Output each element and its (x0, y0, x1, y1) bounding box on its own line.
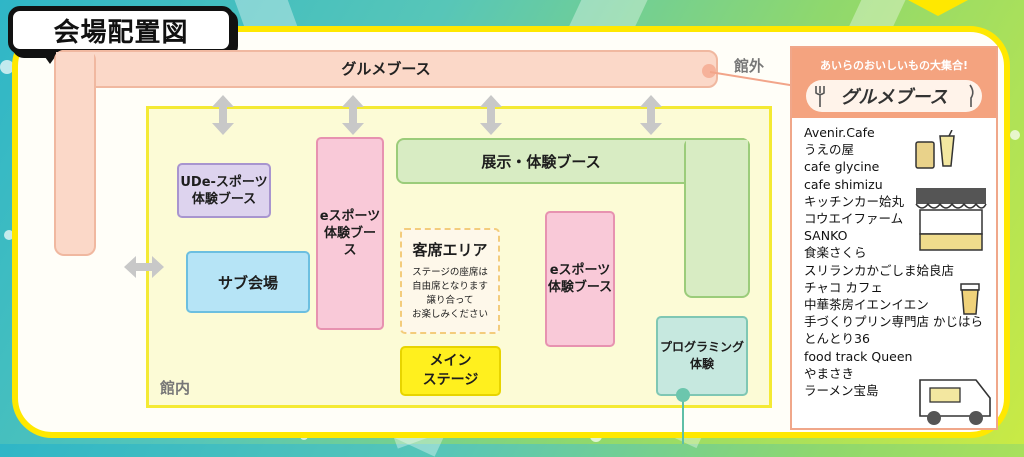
connector-line-programming (682, 396, 684, 444)
food-stall-icon (915, 188, 987, 251)
audience-title: 客席エリア (412, 240, 488, 259)
kitchen-car-icon (919, 379, 991, 425)
connector-dot-outside (702, 64, 716, 78)
swap-vertical-arrow-icon (342, 95, 364, 135)
vendor-item: cafe shimizu (804, 176, 883, 192)
esports-booth-left: eスポーツ 体験ブース (316, 137, 384, 330)
vendor-item: 食楽さくら (804, 245, 867, 261)
gourmet-zone-top-cover (56, 52, 94, 86)
vendor-item: Avenir.Cafe (804, 125, 875, 140)
outside-label: 館外 (733, 56, 764, 75)
gourmet-zone-top (54, 50, 718, 88)
vendor-item: キッチンカー姶丸 (804, 193, 905, 209)
gourmet-heading-pill (806, 80, 982, 112)
inside-label: 館内 (159, 378, 190, 397)
main-stage: メイン ステージ (400, 346, 501, 396)
vendor-list: Avenir.Cafe うえの屋 cafe glycine cafe shimi… (804, 124, 994, 399)
audience-area (400, 228, 500, 334)
vendor-item: SANKO (804, 228, 848, 244)
gourmet-heading: グルメブース (840, 87, 948, 108)
fork-icon (815, 86, 825, 107)
vendor-item: 手づくりプリン専門店 かじはら (804, 314, 983, 330)
connector-dot-programming (676, 388, 690, 402)
audience-note: ステージの座席は 自由席となります 譲り合って お楽しみください (411, 267, 488, 320)
vendor-item: food track Queen (804, 348, 913, 364)
vendor-item: やまさき (804, 365, 855, 381)
swap-vertical-arrow-icon (480, 95, 502, 135)
page-title: 会場配置図 (8, 6, 234, 54)
exhibit-zone-label: 展示・体験ブース (481, 152, 601, 171)
vendor-item: チャコ カフェ (804, 279, 883, 295)
gourmet-tagline: あいらのおいしいもの大集合! (819, 59, 968, 72)
esports-booth-right: eスポーツ 体験ブース (545, 211, 615, 347)
drink-cup-icon (915, 130, 955, 169)
vendor-item: とんとり36 (804, 331, 870, 347)
vendor-item: コウエイファーム (804, 211, 904, 227)
knife-icon (969, 84, 974, 107)
sub-venue: サブ会場 (186, 251, 310, 313)
vendor-item: うえの屋 (804, 142, 855, 158)
programming-booth: プログラミング 体験 (656, 316, 748, 396)
yellow-corner-flag (908, 0, 968, 16)
vendor-item: cafe glycine (804, 159, 880, 175)
ude-sports-booth: UDe-スポーツ 体験ブース (177, 163, 271, 218)
exhibit-zone-cover (686, 140, 748, 182)
swap-vertical-arrow-icon (640, 95, 662, 135)
gourmet-zone-label: グルメブース (341, 60, 431, 78)
swap-vertical-arrow-icon (212, 95, 234, 135)
vendor-item: スリランカかごしま姶良店 (804, 262, 955, 278)
drink-cup-icon (960, 283, 980, 315)
swap-horizontal-arrow-icon (124, 256, 164, 278)
connector-line-outside (709, 71, 797, 87)
vendor-item: ラーメン宝島 (804, 383, 879, 399)
vendor-item: 中華茶房イエンイエン (804, 297, 929, 313)
